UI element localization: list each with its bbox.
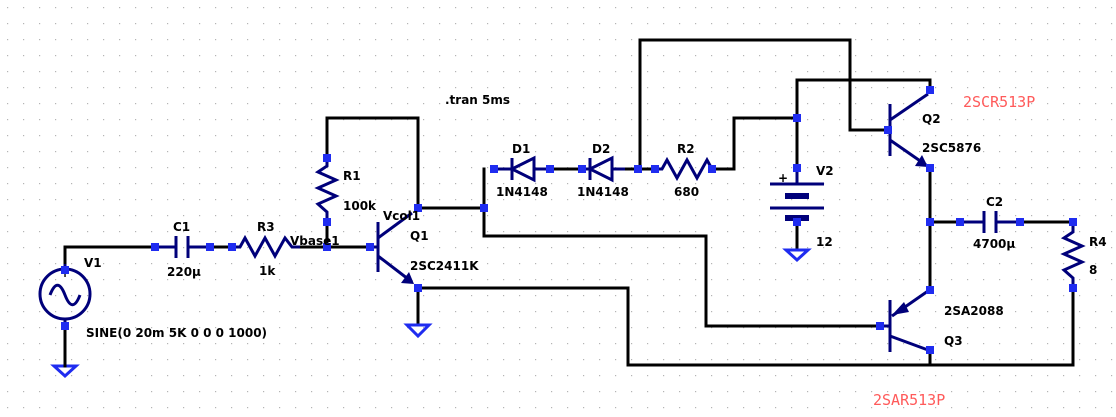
wire-r2-v2 — [710, 116, 799, 171]
q1-value: 2SC2411K — [410, 259, 479, 273]
net-vbase-label: Vbase1 — [290, 234, 340, 248]
r3-value: 1k — [259, 264, 276, 278]
resistor-r3[interactable] — [232, 234, 300, 260]
resistor-r2[interactable] — [655, 156, 714, 182]
q2-value: 2SC5876 — [922, 141, 981, 155]
wire-to-q2-base — [638, 38, 890, 171]
q3-ref: Q3 — [944, 334, 963, 348]
ground-icon — [782, 248, 812, 263]
resistor-r1[interactable] — [314, 158, 340, 222]
sim-directive: .tran 5ms — [445, 93, 510, 107]
r4-ref: R4 — [1089, 235, 1107, 249]
d1-ref: D1 — [512, 142, 530, 156]
wire-d1-to-q3-base — [482, 167, 882, 328]
c2-value: 4700µ — [973, 237, 1015, 251]
resistor-r4[interactable] — [1060, 222, 1086, 288]
r1-ref: R1 — [343, 169, 361, 183]
r2-ref: R2 — [677, 142, 695, 156]
d2-value: 1N4148 — [577, 185, 629, 199]
plus-icon: + — [778, 171, 788, 185]
v1-value: SINE(0 20m 5K 0 0 0 1000) — [86, 326, 267, 340]
r1-value: 100k — [343, 199, 377, 213]
wire-v1-c1 — [63, 245, 157, 272]
wire-r4-ground-return — [928, 286, 1075, 367]
wires — [63, 38, 1075, 367]
r3-ref: R3 — [257, 220, 275, 234]
ground-icon — [403, 323, 433, 339]
d2-ref: D2 — [592, 142, 610, 156]
transistor-q3[interactable] — [880, 289, 929, 352]
wire-v2-q2-collector — [795, 78, 932, 170]
r2-value: 680 — [674, 185, 699, 199]
connection-pins — [61, 86, 1077, 354]
c2-ref: C2 — [986, 195, 1003, 209]
d1-value: 1N4148 — [496, 185, 548, 199]
c1-value: 220µ — [167, 265, 201, 279]
q3-note: 2SAR513P — [873, 391, 945, 409]
wire-q1-emitter-to-q3-collector — [416, 286, 932, 367]
q3-value: 2SA2088 — [944, 304, 1004, 318]
r4-value: 8 — [1089, 263, 1097, 277]
v2-value: 12 — [816, 235, 833, 249]
q2-ref: Q2 — [922, 112, 941, 126]
v1-ref: V1 — [84, 256, 102, 270]
ground-icon — [50, 324, 80, 379]
net-vcol-label: Vcol1 — [383, 209, 420, 223]
q2-note: 2SCR513P — [963, 93, 1035, 111]
c1-ref: C1 — [173, 220, 190, 234]
q1-ref: Q1 — [410, 229, 429, 243]
wire-r1-top — [325, 116, 420, 210]
v2-ref: V2 — [816, 164, 834, 178]
